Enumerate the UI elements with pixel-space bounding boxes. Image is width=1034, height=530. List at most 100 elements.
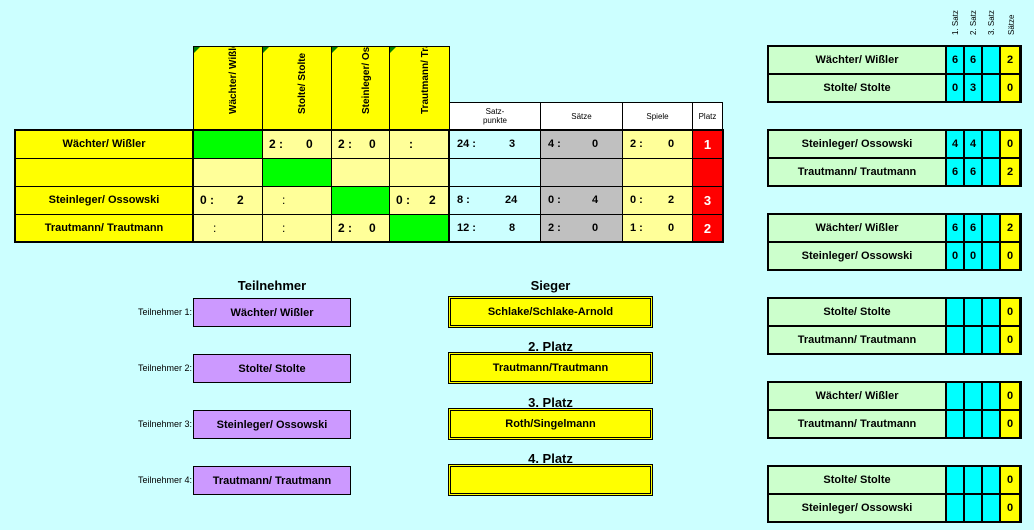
header-satz3: 3. Satz bbox=[982, 0, 1000, 46]
saetze-cell[interactable]: 4 : 0 bbox=[540, 130, 622, 158]
teilnehmer-field-1[interactable]: Wächter/ Wißler bbox=[193, 298, 351, 327]
grid-line bbox=[262, 130, 263, 242]
stats-block-border bbox=[448, 129, 724, 243]
teilnehmer-label: Teilnehmer 4: bbox=[137, 475, 192, 485]
matrix-cell[interactable]: : bbox=[193, 214, 262, 242]
matrix-cell[interactable]: 2 :0 bbox=[331, 214, 389, 242]
saetze-cell[interactable]: 2 :0 bbox=[540, 214, 622, 242]
score-right: 8 bbox=[509, 222, 516, 234]
match-team[interactable]: Steinleger/ Ossowski bbox=[768, 242, 946, 270]
match-box-border bbox=[767, 381, 1022, 439]
teilnehmer-label: Teilnehmer 2: bbox=[137, 363, 192, 373]
saetze-cell[interactable] bbox=[540, 158, 622, 186]
satzpunkte-cell[interactable]: 8 :24 bbox=[449, 186, 540, 214]
col-header-1[interactable]: Wächter/ Wißler bbox=[193, 46, 263, 130]
col-header-3[interactable]: Steinleger/ Ossowski bbox=[331, 46, 390, 130]
score-right: 0 bbox=[668, 138, 675, 150]
platz4-title: 4. Platz bbox=[528, 450, 573, 466]
score-left: 4 : bbox=[548, 138, 561, 150]
score-right: 3 bbox=[509, 138, 516, 150]
matrix-cell[interactable] bbox=[331, 158, 389, 186]
matrix-cell[interactable]: 0 : 2 bbox=[193, 186, 262, 214]
saetze-cell[interactable]: 0 bbox=[1000, 382, 1020, 410]
platz4-field[interactable] bbox=[448, 464, 653, 496]
row-team-4[interactable]: Trautmann/ Trautmann bbox=[15, 214, 193, 242]
satzpunkte-cell[interactable]: 24 : 3 bbox=[449, 130, 540, 158]
header-label: 3. Satz bbox=[987, 10, 996, 35]
score-left: 2 : bbox=[338, 137, 353, 151]
platz-cell[interactable]: 2 bbox=[692, 214, 723, 242]
sieger-field[interactable]: Schlake/Schlake-Arnold bbox=[448, 296, 653, 328]
matrix-cell[interactable]: : bbox=[262, 214, 331, 242]
matrix-cell-self[interactable] bbox=[389, 214, 449, 242]
header-satz2: 2. Satz bbox=[964, 0, 982, 46]
score-right: 2 bbox=[237, 193, 244, 207]
header-saetze: Sätze bbox=[1002, 0, 1020, 46]
row-team-3[interactable]: Steinleger/ Ossowski bbox=[15, 186, 193, 214]
teilnehmer-title: Teilnehmer bbox=[237, 277, 307, 293]
score-left: 24 : bbox=[457, 138, 476, 150]
header-satzpunkte: Satz- punkte bbox=[449, 102, 541, 130]
matrix-cell[interactable]: 2 :0 bbox=[331, 130, 389, 158]
match-team[interactable]: Stolte/ Stolte bbox=[768, 74, 946, 102]
score-left: : bbox=[282, 193, 286, 207]
row-team-1[interactable]: Wächter/ Wißler bbox=[15, 130, 193, 158]
score-left: 2 : bbox=[548, 222, 561, 234]
match-team[interactable]: Trautmann/ Trautmann bbox=[768, 326, 946, 354]
col-header-2[interactable]: Stolte/ Stolte bbox=[262, 46, 332, 130]
matrix-cell-self[interactable] bbox=[193, 130, 262, 158]
score-right: 2 bbox=[429, 193, 436, 207]
grid-line bbox=[389, 130, 390, 242]
score-left: 0 : bbox=[200, 193, 215, 207]
team-column-border bbox=[14, 129, 194, 243]
score-left: 0 : bbox=[548, 194, 561, 206]
header-label: 1. Satz bbox=[951, 10, 960, 35]
satz2-cell[interactable]: 3 bbox=[964, 74, 982, 102]
col-header-4[interactable]: Trautmann/ Trautmann bbox=[389, 46, 450, 130]
teilnehmer-field-4[interactable]: Trautmann/ Trautmann bbox=[193, 466, 351, 495]
spiele-cell[interactable]: 0 :2 bbox=[622, 186, 692, 214]
matrix-cell-self[interactable] bbox=[262, 158, 331, 186]
score-left: 2 : bbox=[338, 221, 353, 235]
score-left: 12 : bbox=[457, 222, 476, 234]
platz2-field[interactable]: Trautmann/Trautmann bbox=[448, 352, 653, 384]
header-satz1: 1. Satz bbox=[946, 0, 964, 46]
match-box-border bbox=[767, 213, 1022, 271]
score-left: : bbox=[213, 221, 217, 235]
matrix-cell[interactable] bbox=[193, 158, 262, 186]
matrix-cell[interactable]: 0 :2 bbox=[389, 186, 449, 214]
score-left: : bbox=[409, 137, 413, 151]
match-team[interactable]: Stolte/ Stolte bbox=[768, 298, 946, 326]
matrix-cell-self[interactable] bbox=[331, 186, 389, 214]
spiele-cell[interactable]: 1 :0 bbox=[622, 214, 692, 242]
spiele-cell[interactable] bbox=[622, 158, 692, 186]
platz-cell[interactable]: 1 bbox=[692, 130, 723, 158]
comment-marker-icon bbox=[390, 47, 396, 53]
matrix-cell[interactable]: 2 :0 bbox=[262, 130, 331, 158]
match-box-border bbox=[767, 129, 1022, 187]
saetze-cell[interactable]: 0 bbox=[1000, 298, 1020, 326]
score-left: 0 : bbox=[630, 194, 643, 206]
col-header-label: Stolte/ Stolte bbox=[297, 52, 308, 114]
satzpunkte-cell[interactable] bbox=[449, 158, 540, 186]
header-saetze: Sätze bbox=[540, 102, 623, 130]
saetze-cell[interactable]: 0 :4 bbox=[540, 186, 622, 214]
satz1-cell[interactable]: 0 bbox=[946, 242, 964, 270]
platz3-field[interactable]: Roth/Singelmann bbox=[448, 408, 653, 440]
score-right: 0 bbox=[592, 138, 599, 150]
teilnehmer-field-3[interactable]: Steinleger/ Ossowski bbox=[193, 410, 351, 439]
score-left: 2 : bbox=[269, 137, 284, 151]
platz-cell[interactable] bbox=[692, 158, 723, 186]
grid-line bbox=[331, 130, 332, 242]
row-team-2[interactable] bbox=[15, 158, 193, 186]
teilnehmer-field-2[interactable]: Stolte/ Stolte bbox=[193, 354, 351, 383]
satzpunkte-cell[interactable]: 12 : 8 bbox=[449, 214, 540, 242]
comment-marker-icon bbox=[194, 47, 200, 53]
matrix-cell[interactable] bbox=[389, 158, 449, 186]
match-box-border bbox=[767, 45, 1022, 103]
matrix-cell[interactable]: : bbox=[262, 186, 331, 214]
platz-cell[interactable]: 3 bbox=[692, 186, 723, 214]
spiele-cell[interactable]: 2 :0 bbox=[622, 130, 692, 158]
match-team[interactable]: Wächter/ Wißler bbox=[768, 46, 946, 74]
matrix-cell[interactable]: : bbox=[389, 130, 449, 158]
